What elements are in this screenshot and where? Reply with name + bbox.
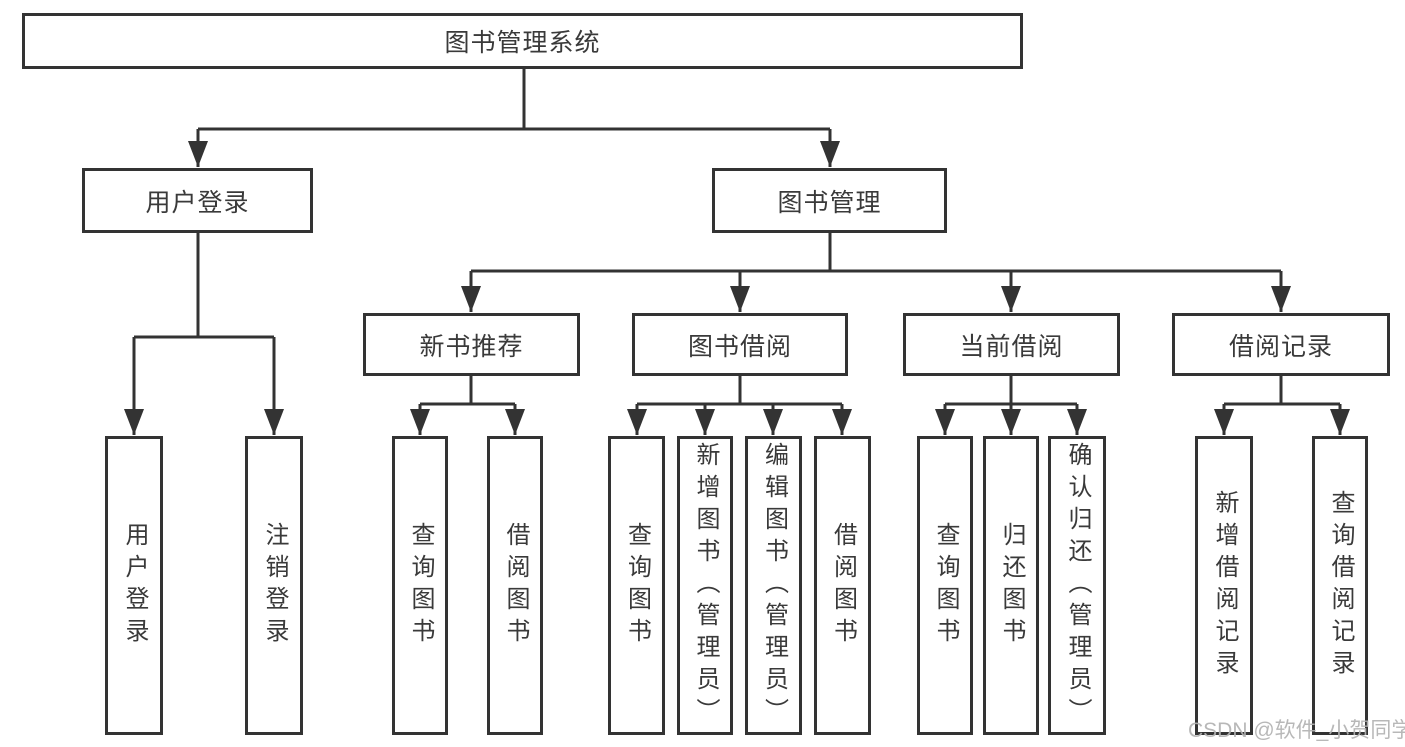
node-borrow-record: 借阅记录 bbox=[1172, 313, 1390, 376]
node-new-book-recommend: 新书推荐 bbox=[363, 313, 580, 376]
leaf-confirm-return-admin: 确认归还（管理员） bbox=[1048, 436, 1106, 735]
leaf-label: 编辑图书（管理员） bbox=[760, 441, 788, 730]
leaf-label: 借阅图书 bbox=[502, 521, 529, 650]
leaf-query-book-current: 查询图书 bbox=[917, 436, 973, 735]
leaf-query-book-borrow: 查询图书 bbox=[608, 436, 665, 735]
node-label: 用户登录 bbox=[145, 188, 250, 217]
leaf-edit-book-admin: 编辑图书（管理员） bbox=[745, 436, 802, 735]
node-label: 当前借阅 bbox=[959, 332, 1064, 361]
leaf-user-login: 用户登录 bbox=[105, 436, 163, 735]
leaf-label: 借阅图书 bbox=[829, 521, 857, 650]
node-book-management: 图书管理 bbox=[712, 168, 947, 233]
leaf-label: 查询图书 bbox=[407, 521, 434, 650]
leaf-label: 注销登录 bbox=[261, 521, 288, 650]
node-label: 图书管理系统 bbox=[444, 29, 601, 57]
node-book-borrow: 图书借阅 bbox=[632, 313, 848, 376]
node-label: 图书管理 bbox=[777, 188, 882, 217]
node-label: 借阅记录 bbox=[1228, 332, 1333, 361]
watermark: CSDN @软件_小贺同学 bbox=[1188, 719, 1405, 742]
connector-root-to-level2 bbox=[188, 69, 840, 167]
leaf-label: 查询图书 bbox=[932, 521, 959, 650]
leaf-logout: 注销登录 bbox=[245, 436, 303, 735]
leaf-borrow-book: 借阅图书 bbox=[814, 436, 871, 735]
connector-newbook-to-leaves bbox=[410, 376, 525, 435]
leaf-add-book-admin: 新增图书（管理员） bbox=[677, 436, 733, 735]
connector-borrowrecord-to-leaves bbox=[1214, 376, 1350, 435]
node-current-borrow: 当前借阅 bbox=[903, 313, 1120, 376]
connector-bookborrow-to-leaves bbox=[627, 376, 852, 435]
leaf-query-borrow-record: 查询借阅记录 bbox=[1312, 436, 1368, 735]
leaf-return-book: 归还图书 bbox=[983, 436, 1039, 735]
leaf-add-borrow-record: 新增借阅记录 bbox=[1195, 436, 1253, 735]
leaf-label: 新增借阅记录 bbox=[1211, 489, 1238, 682]
node-user-login: 用户登录 bbox=[82, 168, 313, 233]
node-label: 新书推荐 bbox=[419, 332, 524, 361]
leaf-label: 查询借阅记录 bbox=[1327, 489, 1354, 682]
connector-bookmgmt-to-level3 bbox=[461, 233, 1291, 312]
node-label: 图书借阅 bbox=[687, 332, 792, 361]
leaf-label: 查询图书 bbox=[623, 521, 651, 650]
leaf-borrow-book-newbook: 借阅图书 bbox=[487, 436, 543, 735]
leaf-label: 新增图书（管理员） bbox=[692, 441, 719, 730]
node-library-management-system: 图书管理系统 bbox=[22, 13, 1023, 69]
connector-currentborrow-to-leaves bbox=[935, 376, 1087, 435]
leaf-label: 归还图书 bbox=[998, 521, 1025, 650]
connector-userlogin-to-leaves bbox=[124, 233, 284, 435]
leaf-label: 用户登录 bbox=[121, 521, 148, 650]
leaf-query-book-newbook: 查询图书 bbox=[392, 436, 448, 735]
leaf-label: 确认归还（管理员） bbox=[1064, 441, 1091, 730]
